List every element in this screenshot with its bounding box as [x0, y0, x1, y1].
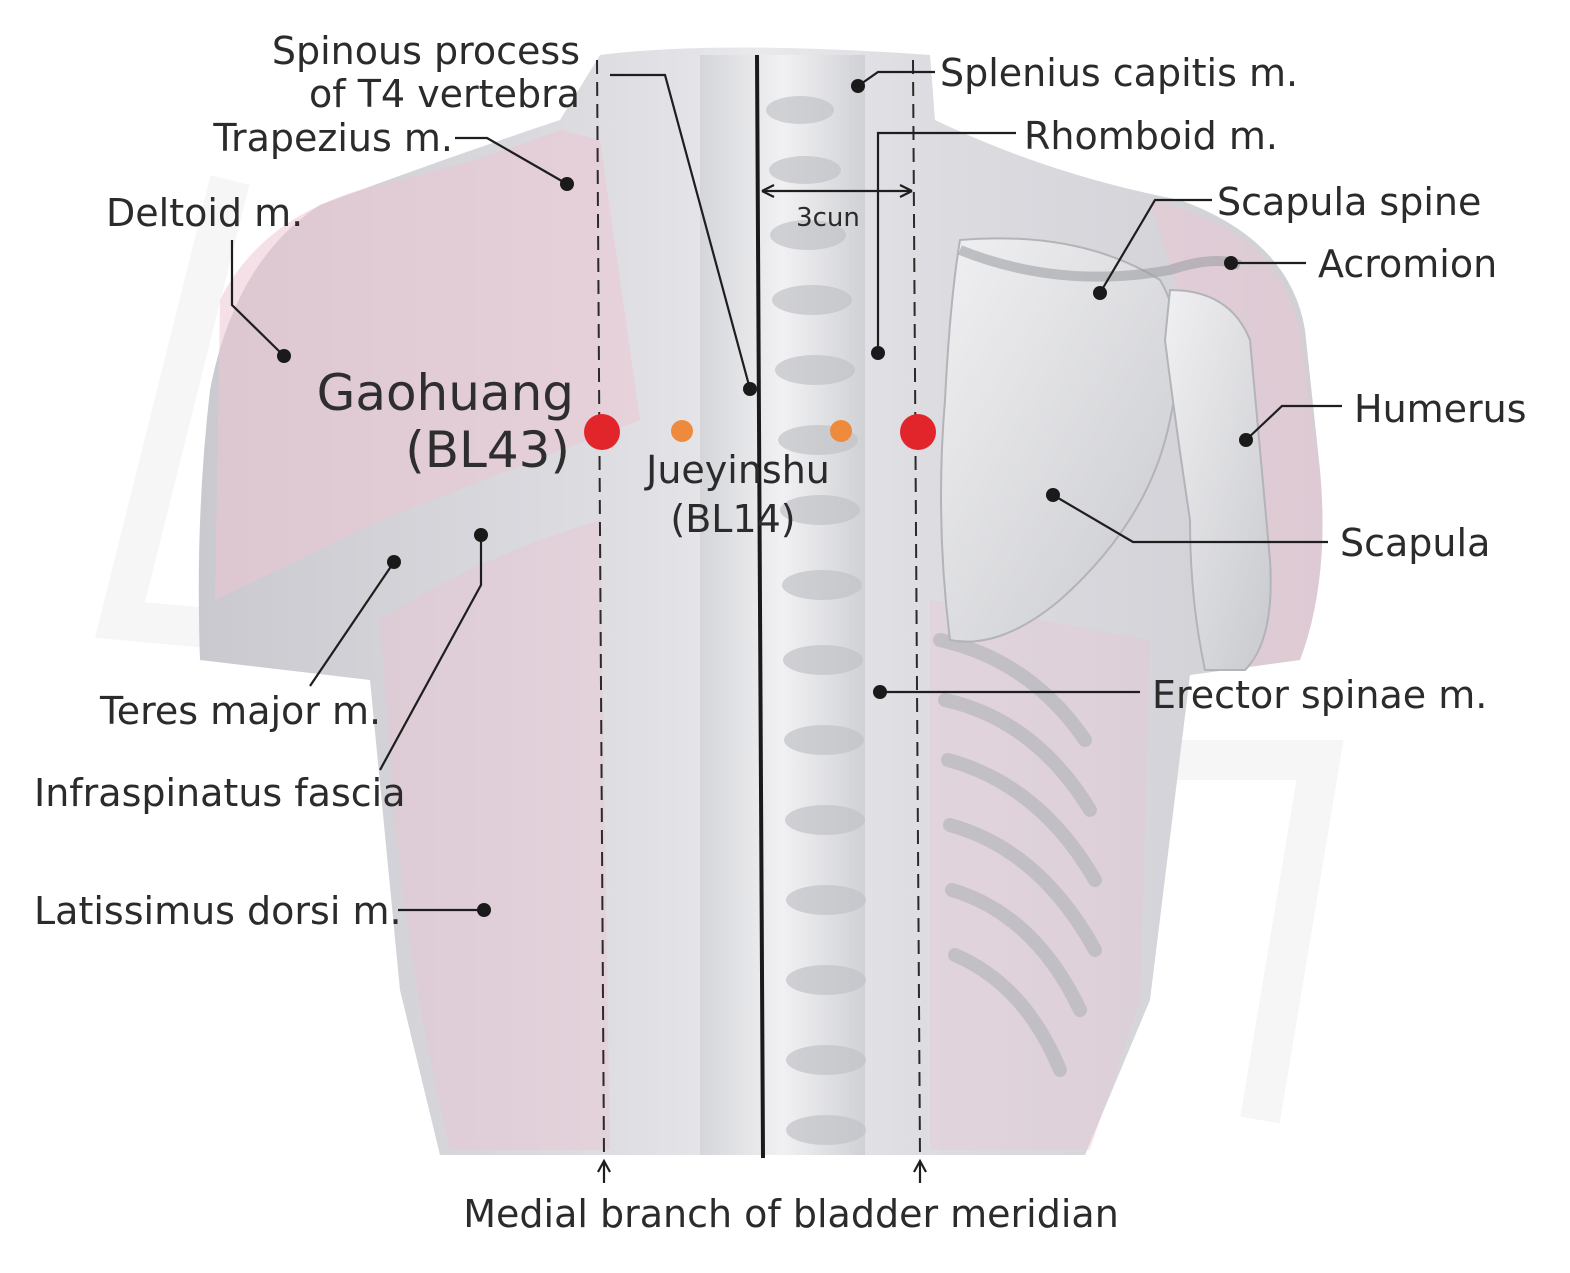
label-erector-spinae: Erector spinae m. [1152, 673, 1487, 717]
distance-label: 3cun [796, 203, 860, 233]
label-meridian: Medial branch of bladder meridian [463, 1192, 1119, 1236]
label-spinous-process-line1: Spinous process [272, 29, 580, 73]
label-acromion: Acromion [1318, 242, 1497, 286]
acupoint-jueyinshu-right[interactable] [830, 420, 852, 442]
acupoint-gaohuang-right[interactable] [900, 414, 936, 450]
acupoint-jueyinshu-left[interactable] [671, 420, 693, 442]
label-splenius-capitis: Splenius capitis m. [940, 51, 1298, 95]
distance-indicator [761, 184, 913, 198]
label-spinous-process-line2: of T4 vertebra [309, 72, 580, 116]
leader-lines [230, 70, 1342, 1183]
label-latissimus-dorsi: Latissimus dorsi m. [34, 889, 402, 933]
meridian-line-right [912, 59, 921, 1159]
label-gaohuang-code: (BL43) [405, 421, 570, 479]
meridian-line-left [596, 59, 605, 1159]
label-deltoid: Deltoid m. [106, 191, 303, 235]
label-teres-major: Teres major m. [99, 689, 381, 733]
acupoint-gaohuang-left[interactable] [584, 414, 620, 450]
label-scapula: Scapula [1340, 521, 1490, 565]
label-humerus: Humerus [1354, 387, 1527, 431]
label-jueyinshu-name: Jueyinshu [644, 448, 830, 492]
label-scapula-spine: Scapula spine [1217, 180, 1481, 224]
label-rhomboid: Rhomboid m. [1024, 114, 1278, 158]
label-jueyinshu-code: (BL14) [670, 497, 795, 541]
label-infraspinatus-fascia: Infraspinatus fascia [34, 771, 405, 815]
torso-illustration [198, 47, 1323, 1159]
label-gaohuang-name: Gaohuang [317, 364, 574, 422]
label-trapezius: Trapezius m. [212, 116, 453, 160]
